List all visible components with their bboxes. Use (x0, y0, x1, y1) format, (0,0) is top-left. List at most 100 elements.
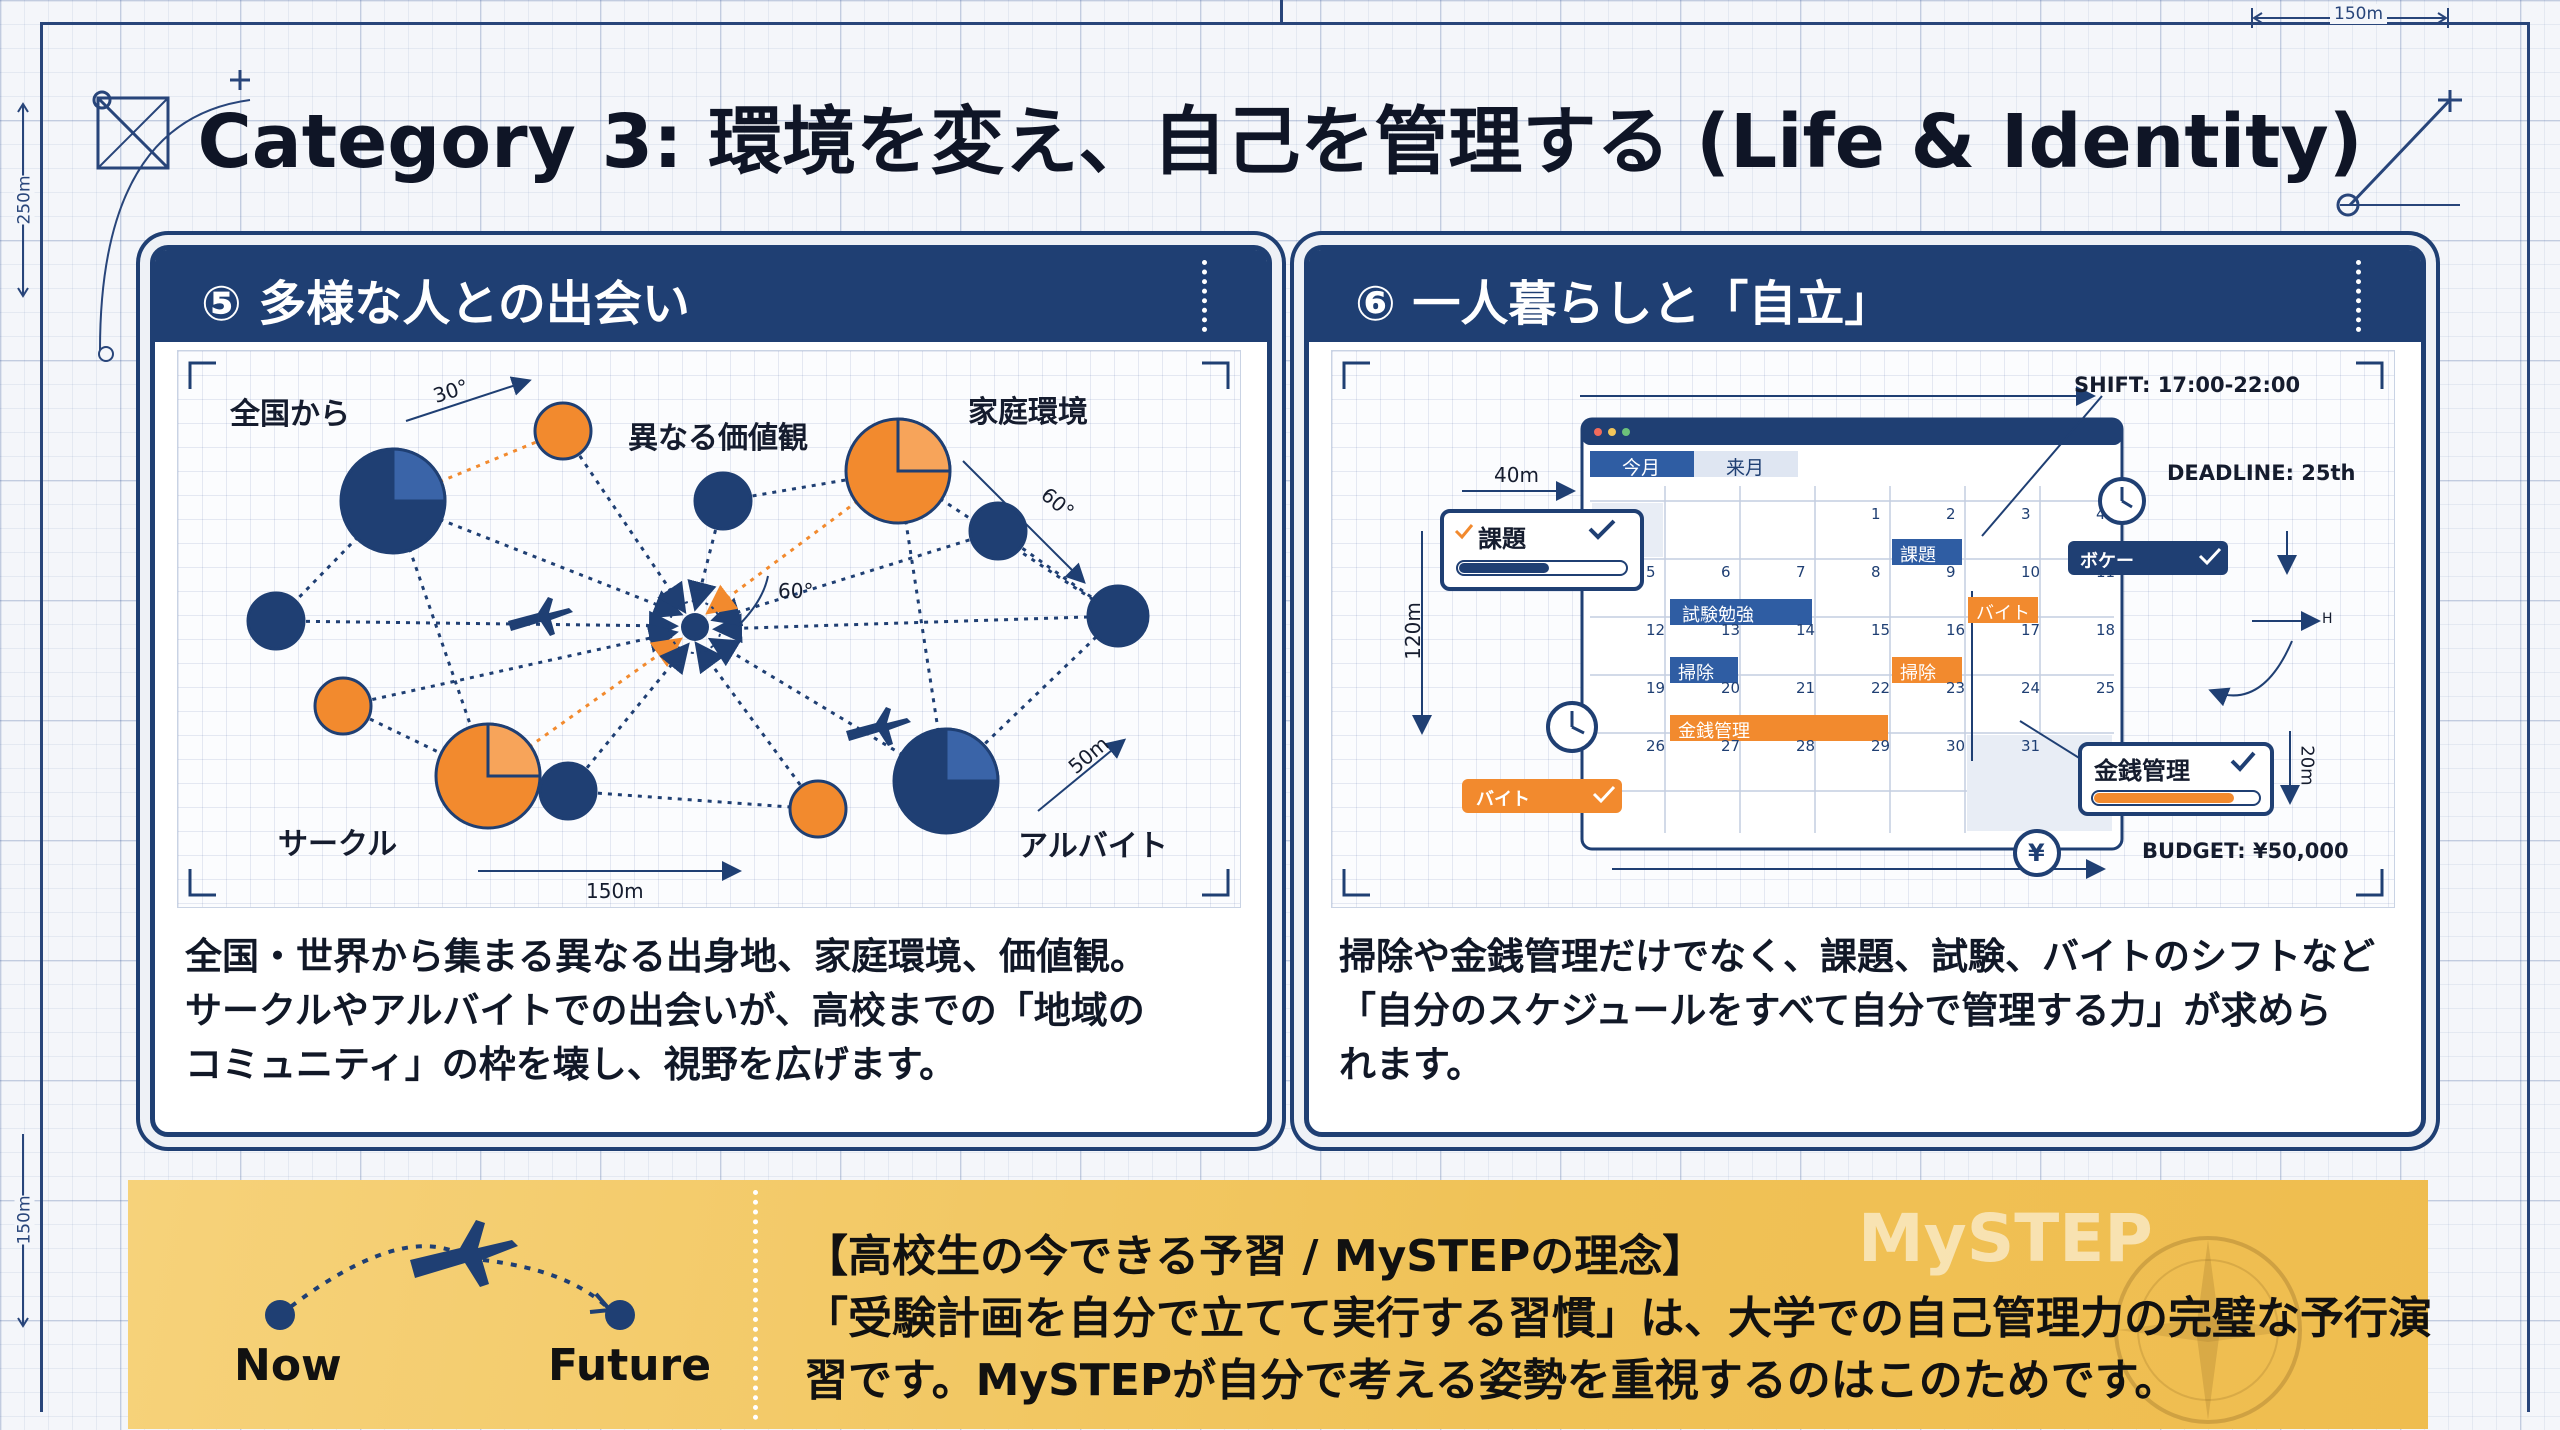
calendar-day[interactable]: 22 (1871, 679, 1891, 697)
panel6-header-dash (2356, 260, 2361, 332)
calendar-day[interactable]: 28 (1796, 737, 1816, 755)
hh-label: H (2322, 611, 2333, 627)
calendar-day[interactable]: 10 (2021, 563, 2041, 581)
panel5-desc-line-2: サークルやアルバイトでの出会いが、高校までの「地域の (185, 989, 1145, 1032)
event-shiken: 試験勉強 (1682, 605, 1754, 626)
left-ruler-top: 250m (8, 100, 38, 300)
card-kadai-label: 課題 (1478, 525, 1526, 553)
calendar-day[interactable]: 29 (1871, 737, 1891, 755)
page-title: Category 3: 環境を変え、自己を管理する (Life & Identi… (197, 99, 2363, 185)
corner-mark-left (92, 70, 251, 362)
yen-symbol: ¥ (2028, 839, 2045, 867)
calendar-day[interactable]: 16 (1946, 621, 1966, 639)
calendar-day[interactable]: 27 (1721, 737, 1741, 755)
panel6-desc-line-2: 「自分のスケジュールをすべて自分で管理する力」が求めら (1339, 989, 2332, 1032)
frame-divider (1280, 0, 1283, 22)
event-souji-1: 掃除 (1678, 663, 1714, 684)
tab-next-month[interactable]: 来月 (1726, 457, 1765, 479)
top-ruler-label: 150m (2330, 4, 2388, 24)
event-baito: バイト (1976, 603, 2030, 624)
calendar-day[interactable]: 6 (1721, 563, 1731, 581)
calendar-day[interactable]: 8 (1871, 563, 1881, 581)
label-kachikan: 異なる価値観 (628, 421, 808, 456)
event-kinsen: 金銭管理 (1678, 721, 1750, 742)
deadline-label: DEADLINE: 25th (2167, 461, 2356, 485)
calendar-day[interactable]: 3 (2021, 505, 2031, 523)
yen-coin-icon (2013, 829, 2061, 877)
calendar-day[interactable]: 2 (1946, 505, 1956, 523)
tag-bokke: ボケー (2080, 551, 2134, 572)
label-katei: 家庭環境 (968, 395, 1088, 430)
calendar-day[interactable]: 31 (2021, 737, 2041, 755)
calendar-day[interactable]: 24 (2021, 679, 2041, 697)
dist-150m: 150m (586, 879, 644, 903)
card-money-label: 金銭管理 (2094, 757, 2190, 785)
calendar-day[interactable]: 14 (1796, 621, 1816, 639)
calendar-day[interactable]: 26 (1646, 737, 1666, 755)
panel6-header: ⑥ 一人暮らしと「自立」 (1309, 250, 2421, 342)
panel5-header-dash (1202, 260, 1207, 332)
left-ruler-bottom: 150m (8, 1130, 38, 1330)
banner-heading: 【高校生の今できる予習 / MySTEPの理念】 (804, 1231, 1707, 1282)
label-circle: サークル (278, 827, 398, 862)
frame-left (40, 22, 43, 1412)
panel5-desc-line-3: コミュニティ」の枠を壊し、視野を広げます。 (185, 1043, 957, 1086)
calendar-day[interactable]: 18 (2096, 621, 2116, 639)
calendar-day[interactable]: 25 (2096, 679, 2116, 697)
calendar-day[interactable]: 12 (1646, 621, 1666, 639)
angle-60-b: 60° (778, 579, 814, 603)
airplane-icon (410, 1220, 518, 1287)
panel6-title: ⑥ 一人暮らしと「自立」 (1355, 276, 1893, 332)
calendar-day[interactable]: 15 (1871, 621, 1891, 639)
dist-120m: 120m (1400, 602, 1425, 660)
compass-icon (2114, 1236, 2302, 1424)
network-illustration: 全国から 異なる価値観 家庭環境 サークル アルバイト 30° 60° 60° … (177, 350, 1241, 908)
panel5-header: ⑤ 多様な人との出会い (155, 250, 1267, 342)
event-souji-2: 掃除 (1900, 663, 1936, 684)
calendar-day[interactable]: 30 (1946, 737, 1966, 755)
panel6-desc-line-1: 掃除や金銭管理だけでなく、課題、試験、バイトのシフトなど (1339, 935, 2375, 978)
calendar-day[interactable]: 9 (1946, 563, 1956, 581)
dist-40m: 40m (1494, 463, 1539, 487)
calendar-day[interactable]: 19 (1646, 679, 1666, 697)
bottom-banner: Now Future MySTEP 【高校生の今できる予習 / MySTEPの理… (128, 1180, 2432, 1429)
mystep-watermark: MySTEP (1858, 1200, 2153, 1277)
panel-diverse-encounters: ⑤ 多様な人との出会い (150, 245, 1272, 1137)
now-label: Now (234, 1340, 342, 1391)
calendar-day[interactable]: 20 (1721, 679, 1741, 697)
calendar-day[interactable]: 23 (1946, 679, 1966, 697)
corner-mark-right (2336, 90, 2462, 217)
panel5-title: ⑤ 多様な人との出会い (201, 276, 690, 332)
calendar-day[interactable]: 21 (1796, 679, 1816, 697)
calendar-day[interactable]: 7 (1796, 563, 1806, 581)
event-kadai: 課題 (1900, 545, 1936, 566)
shift-label: SHIFT: 17:00-22:00 (2074, 373, 2301, 397)
top-ruler: 150m (2250, 4, 2450, 34)
airplane-icon (508, 597, 911, 746)
calendar-day[interactable]: 5 (1646, 563, 1656, 581)
panel6-description: 掃除や金銭管理だけでなく、課題、試験、バイトのシフトなど 「自分のスケジュールを… (1339, 930, 2399, 1092)
tag-baito: バイト (1476, 789, 1530, 810)
frame-top (40, 22, 2530, 25)
calendar-day[interactable]: 1 (1871, 505, 1881, 523)
banner-line-2: 習です。MySTEPが自分で考える姿勢を重視するのはこのためです。 (804, 1355, 2179, 1406)
panel5-desc-line-1: 全国・世界から集まる異なる出身地、家庭環境、価値観。 (185, 935, 1147, 978)
calendar-day[interactable]: 13 (1721, 621, 1741, 639)
budget-label: BUDGET: ¥50,000 (2142, 839, 2349, 863)
future-label: Future (548, 1340, 712, 1391)
banner-separator (753, 1190, 758, 1420)
calendar-day[interactable]: 17 (2021, 621, 2041, 639)
panel5-description: 全国・世界から集まる異なる出身地、家庭環境、価値観。 サークルやアルバイトでの出… (185, 930, 1245, 1092)
label-arubaito: アルバイト (1018, 829, 1168, 864)
label-zenkoku: 全国から (230, 397, 350, 432)
frame-right (2527, 22, 2530, 1412)
calendar-day[interactable]: 11 (2096, 563, 2116, 581)
left-ruler-bottom-label: 150m (14, 1195, 35, 1245)
banner-line-1: 「受験計画を自分で立てて実行する習慣」は、大学での自己管理力の完璧な予行演 (804, 1293, 2432, 1344)
journey-graphic (265, 1220, 635, 1330)
dist-20m: 20m (2296, 745, 2318, 786)
calendar-day[interactable]: 4 (2096, 505, 2106, 523)
tab-this-month[interactable]: 今月 (1622, 457, 1661, 479)
